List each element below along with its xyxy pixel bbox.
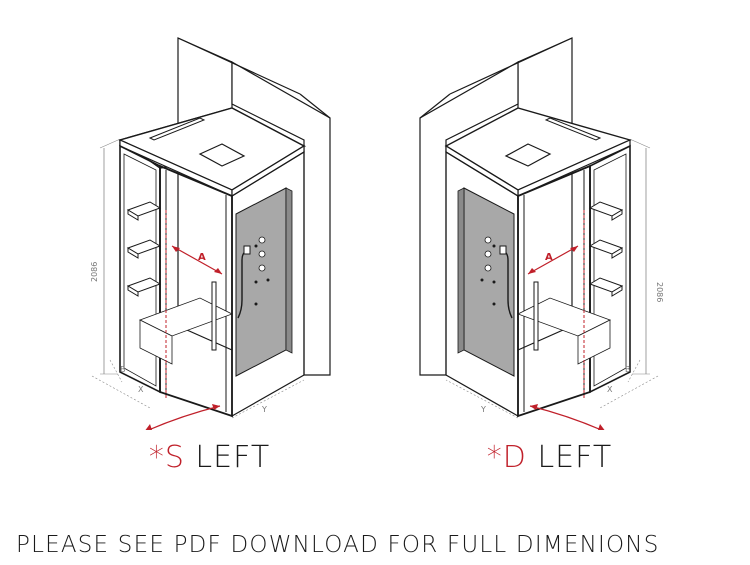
shower-cabin-drawing-s: A 2086 B X Y: [90, 37, 331, 430]
caption-s-left: *S LEFT: [22, 440, 397, 475]
dimension-x-label: X: [607, 385, 613, 394]
pdf-download-notice: PLEASE SEE PDF DOWNLOAD FOR FULL DIMENIO…: [16, 532, 660, 558]
rain-shower-head: [198, 143, 246, 167]
dimension-y-label: Y: [480, 405, 486, 414]
dimension-b-label: B: [625, 365, 631, 374]
dimension-a-arrow: [171, 245, 223, 275]
dimension-b-label: B: [120, 365, 126, 374]
door-swing-arc: [147, 405, 221, 430]
shower-cabin-diagram-d: A 2086 B X Y: [375, 20, 750, 430]
corner-shelves: [126, 201, 162, 297]
dimension-y-label: Y: [261, 405, 267, 414]
dimension-a-label: A: [198, 252, 206, 263]
dimension-x-label: X: [138, 385, 144, 394]
shower-column-panel: [235, 187, 287, 377]
shower-cabin-diagram-s: A 2086 B X Y: [0, 20, 375, 430]
door-handle: [211, 281, 217, 351]
caption-variant-d: *D: [486, 440, 527, 475]
caption-d-left: *D LEFT: [362, 440, 737, 475]
caption-variant-s: *S: [148, 440, 185, 475]
height-dimension-label: 2086: [90, 262, 99, 282]
caption-side-d: LEFT: [537, 440, 613, 475]
shower-cabin-drawing-d: A 2086 B X Y: [419, 37, 664, 430]
height-dimension-label: 2086: [655, 282, 664, 302]
caption-side-s: LEFT: [195, 440, 271, 475]
dimension-a-label: A: [545, 252, 553, 263]
